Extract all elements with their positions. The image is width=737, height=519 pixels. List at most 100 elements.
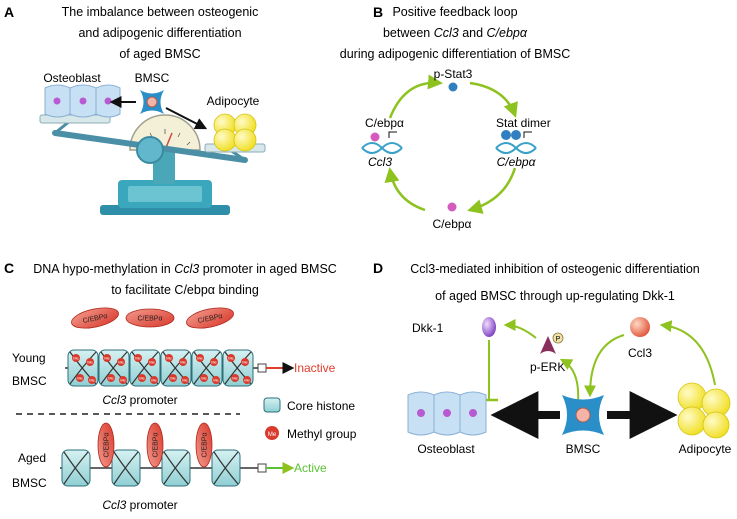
p-erk-label: p-ERK	[530, 360, 565, 374]
dkk1-protein	[482, 317, 496, 337]
panel-b-title-line1: Positive feedback loop	[392, 5, 517, 19]
methyl-me-text: Me	[180, 360, 186, 365]
methyl-me-text: Me	[73, 356, 79, 361]
methyl-me-text: Me	[197, 356, 203, 361]
young-tss-box	[257, 363, 267, 373]
loop-arrow-bottom-left	[384, 167, 426, 212]
methyl-group: Me	[179, 358, 187, 366]
methyl-me-text: Me	[151, 378, 157, 383]
ccl3-dna-b	[361, 131, 403, 154]
panel-b-title-line3: during adipogenic differentiation of BMS…	[340, 47, 570, 61]
methyl-group: Me	[138, 374, 146, 382]
methyl-group: Me	[119, 376, 127, 384]
aged-histone	[211, 449, 241, 487]
bound-tf-2: C/EBPα	[146, 422, 164, 468]
arrow-ccl3-to-bmsc	[584, 334, 625, 398]
panel-d-title-line2: of aged BMSC through up-regulating Dkk-1	[435, 289, 675, 303]
osteoblast-label-d: Osteoblast	[417, 442, 475, 456]
free-tf-2-label: C/EBPα	[137, 316, 162, 323]
aged-histone	[61, 449, 91, 487]
panel-c: C DNA hypo-methylation in Ccl3 promoter …	[4, 260, 357, 512]
panel-c-title-line2: to facilitate C/ebpα binding	[111, 283, 259, 297]
ccl3-protein	[630, 317, 650, 337]
panel-d-title-line1: Ccl3-mediated inhibition of osteogenic d…	[410, 262, 700, 276]
arrow-adipocyte-to-ccl3	[659, 320, 716, 386]
methyl-me-text: Me	[244, 378, 250, 383]
p-erk-phospho-mark: P	[556, 336, 561, 343]
bound-tf-2-label: C/EBPα	[153, 432, 160, 457]
legend-core-histone-label: Core histone	[287, 399, 355, 413]
young-label-line1: Young	[12, 351, 46, 365]
active-label: Active	[294, 461, 327, 475]
legend-methyl-group: Me Methyl group	[265, 426, 357, 441]
p-stat3-label: p-Stat3	[434, 67, 473, 81]
panel-a-letter: A	[4, 4, 14, 20]
panel-c-title-line1: DNA hypo-methylation in Ccl3 promoter in…	[33, 262, 337, 276]
methyl-group: Me	[196, 354, 204, 362]
methyl-group: Me	[72, 354, 80, 362]
methyl-me-text: Me	[166, 356, 172, 361]
cebpa-gene-label-b: C/ebpα	[497, 155, 537, 169]
bmsc-label-d: BMSC	[566, 442, 601, 456]
stat-dimer-label: Stat dimer	[496, 116, 551, 130]
panel-a-title-line3: of aged BMSC	[119, 47, 200, 61]
methyl-me-text: Me	[182, 378, 188, 383]
methyl-me-text: Me	[201, 376, 207, 381]
methyl-me-text: Me	[77, 376, 83, 381]
methyl-group: Me	[241, 358, 249, 366]
loop-arrow-top-right	[469, 81, 518, 118]
adipocyte-cells-d	[677, 382, 731, 439]
arrow-bmsc-to-adipocyte-a	[165, 107, 208, 130]
aged-promoter-label: Ccl3 promoter	[102, 498, 177, 512]
methyl-me-text: Me	[139, 376, 145, 381]
panel-a-title-line2: and adipogenic differentiation	[78, 26, 241, 40]
methyl-me-text: Me	[232, 376, 238, 381]
methyl-group: Me	[165, 354, 173, 362]
panel-c-letter: C	[4, 260, 14, 276]
aged-label-line2: BMSC	[12, 476, 47, 490]
bound-tf-3: C/EBPα	[195, 422, 213, 468]
methyl-me-text: Me	[118, 360, 124, 365]
osteoblast-cells-a	[44, 84, 121, 118]
young-label-line2: BMSC	[12, 374, 47, 388]
methyl-group: Me	[76, 374, 84, 382]
osteoblast-cells-d	[407, 391, 487, 436]
methyl-me-text: Me	[242, 360, 248, 365]
methyl-group: Me	[88, 376, 96, 384]
methyl-group: Me	[227, 354, 235, 362]
methyl-group: Me	[103, 354, 111, 362]
aged-histone	[161, 449, 191, 487]
panel-d: D Ccl3-mediated inhibition of osteogenic…	[373, 260, 732, 456]
stat-dimer-dna	[495, 130, 537, 154]
loop-arrow-top-left	[388, 74, 443, 119]
arrow-perk-to-dkk1	[503, 319, 537, 339]
adipocyte-cells-a	[213, 113, 257, 152]
legend-methyl-group-label: Methyl group	[287, 427, 357, 441]
bmsc-cell-d	[562, 395, 604, 435]
bmsc-cell-a	[140, 90, 164, 114]
methyl-group: Me	[117, 358, 125, 366]
bmsc-label-a: BMSC	[135, 71, 170, 85]
loop-arrow-bottom-right	[467, 167, 517, 214]
methyl-group: Me	[243, 376, 251, 384]
methyl-me-text: Me	[120, 378, 126, 383]
panel-a: A The imbalance between osteogenic and a…	[4, 4, 266, 215]
p-stat3-dot	[448, 82, 458, 92]
methyl-group: Me	[107, 374, 115, 382]
adipocyte-label-a: Adipocyte	[207, 94, 260, 108]
young-promoter-label: Ccl3 promoter	[102, 393, 177, 407]
methyl-group: Me	[231, 374, 239, 382]
legend-core-histone: Core histone	[263, 397, 355, 413]
legend-me-text: Me	[268, 432, 277, 438]
free-tf-2: C/EBPα	[125, 308, 175, 328]
methyl-group: Me	[169, 374, 177, 382]
methyl-group: Me	[86, 358, 94, 366]
free-tf-1: C/EBPα	[71, 307, 119, 329]
